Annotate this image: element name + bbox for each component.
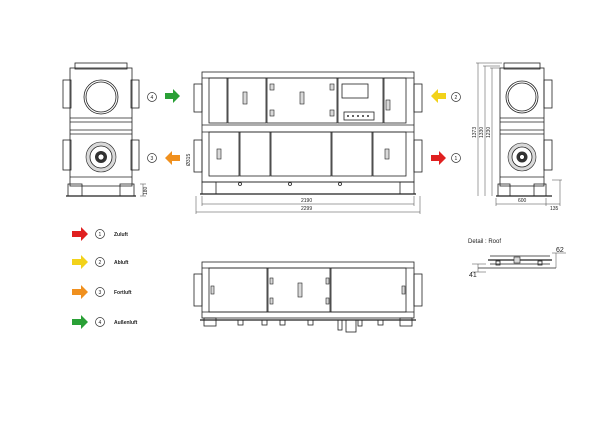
right-h1-dim: 1373 [472, 127, 478, 138]
front-view: Ø315 2190 2299 [186, 71, 423, 214]
width-inner-dim: 2190 [301, 198, 312, 204]
red-arrow-icon [72, 227, 88, 241]
top-view [193, 261, 423, 333]
yellow-arrow-icon [431, 89, 446, 103]
legend-label: Außenluft [114, 320, 138, 326]
legend-num: 4 [99, 320, 102, 326]
marker-1-right: 1 [431, 151, 461, 165]
marker-3-left: 3 [147, 151, 180, 165]
legend-label: Zuluft [114, 232, 128, 238]
legend-item-fortluft: 3 Fortluft [72, 285, 132, 299]
legend: 1 Zuluft 2 Abluft 3 Fortluft 4 Außenluft [72, 227, 138, 329]
marker-2-right: 2 [431, 89, 461, 103]
right-h3-dim: 1230 [486, 127, 492, 138]
green-arrow-icon [165, 89, 180, 103]
right-depth-dim: 600 [518, 198, 527, 204]
detail-title: Detail : Roof [468, 239, 501, 245]
legend-label: Fortluft [114, 290, 132, 296]
marker-1-label: 1 [455, 156, 458, 162]
right-h2-dim: 1330 [479, 127, 485, 138]
left-height-dim: 180 [143, 186, 149, 195]
marker-2-label: 2 [455, 95, 458, 101]
legend-num: 1 [99, 232, 102, 238]
legend-item-zuluft: 1 Zuluft [72, 227, 128, 241]
red-arrow-icon [431, 151, 446, 165]
legend-item-aussenluft: 4 Außenluft [72, 315, 138, 329]
width-outer-dim: 2299 [301, 206, 312, 212]
legend-num: 3 [99, 290, 102, 296]
orange-arrow-icon [72, 285, 88, 299]
orange-arrow-icon [165, 151, 180, 165]
duct-diameter-dim: Ø315 [186, 154, 192, 166]
legend-num: 2 [99, 260, 102, 266]
yellow-arrow-icon [72, 255, 88, 269]
marker-3-label: 3 [151, 156, 154, 162]
detail-roof: Detail : Roof 62 41 [468, 239, 566, 279]
green-arrow-icon [72, 315, 88, 329]
marker-4-label: 4 [151, 95, 154, 101]
left-side-view: 180 [62, 62, 149, 197]
legend-item-abluft: 2 Abluft [72, 255, 129, 269]
right-offset-dim: 135 [550, 206, 559, 212]
detail-dim-left: 41 [469, 272, 477, 279]
legend-label: Abluft [114, 260, 129, 266]
marker-4-left: 4 [147, 89, 180, 103]
detail-dim-top: 62 [556, 247, 564, 254]
right-side-view: 1373 1330 1230 600 135 [472, 62, 562, 212]
